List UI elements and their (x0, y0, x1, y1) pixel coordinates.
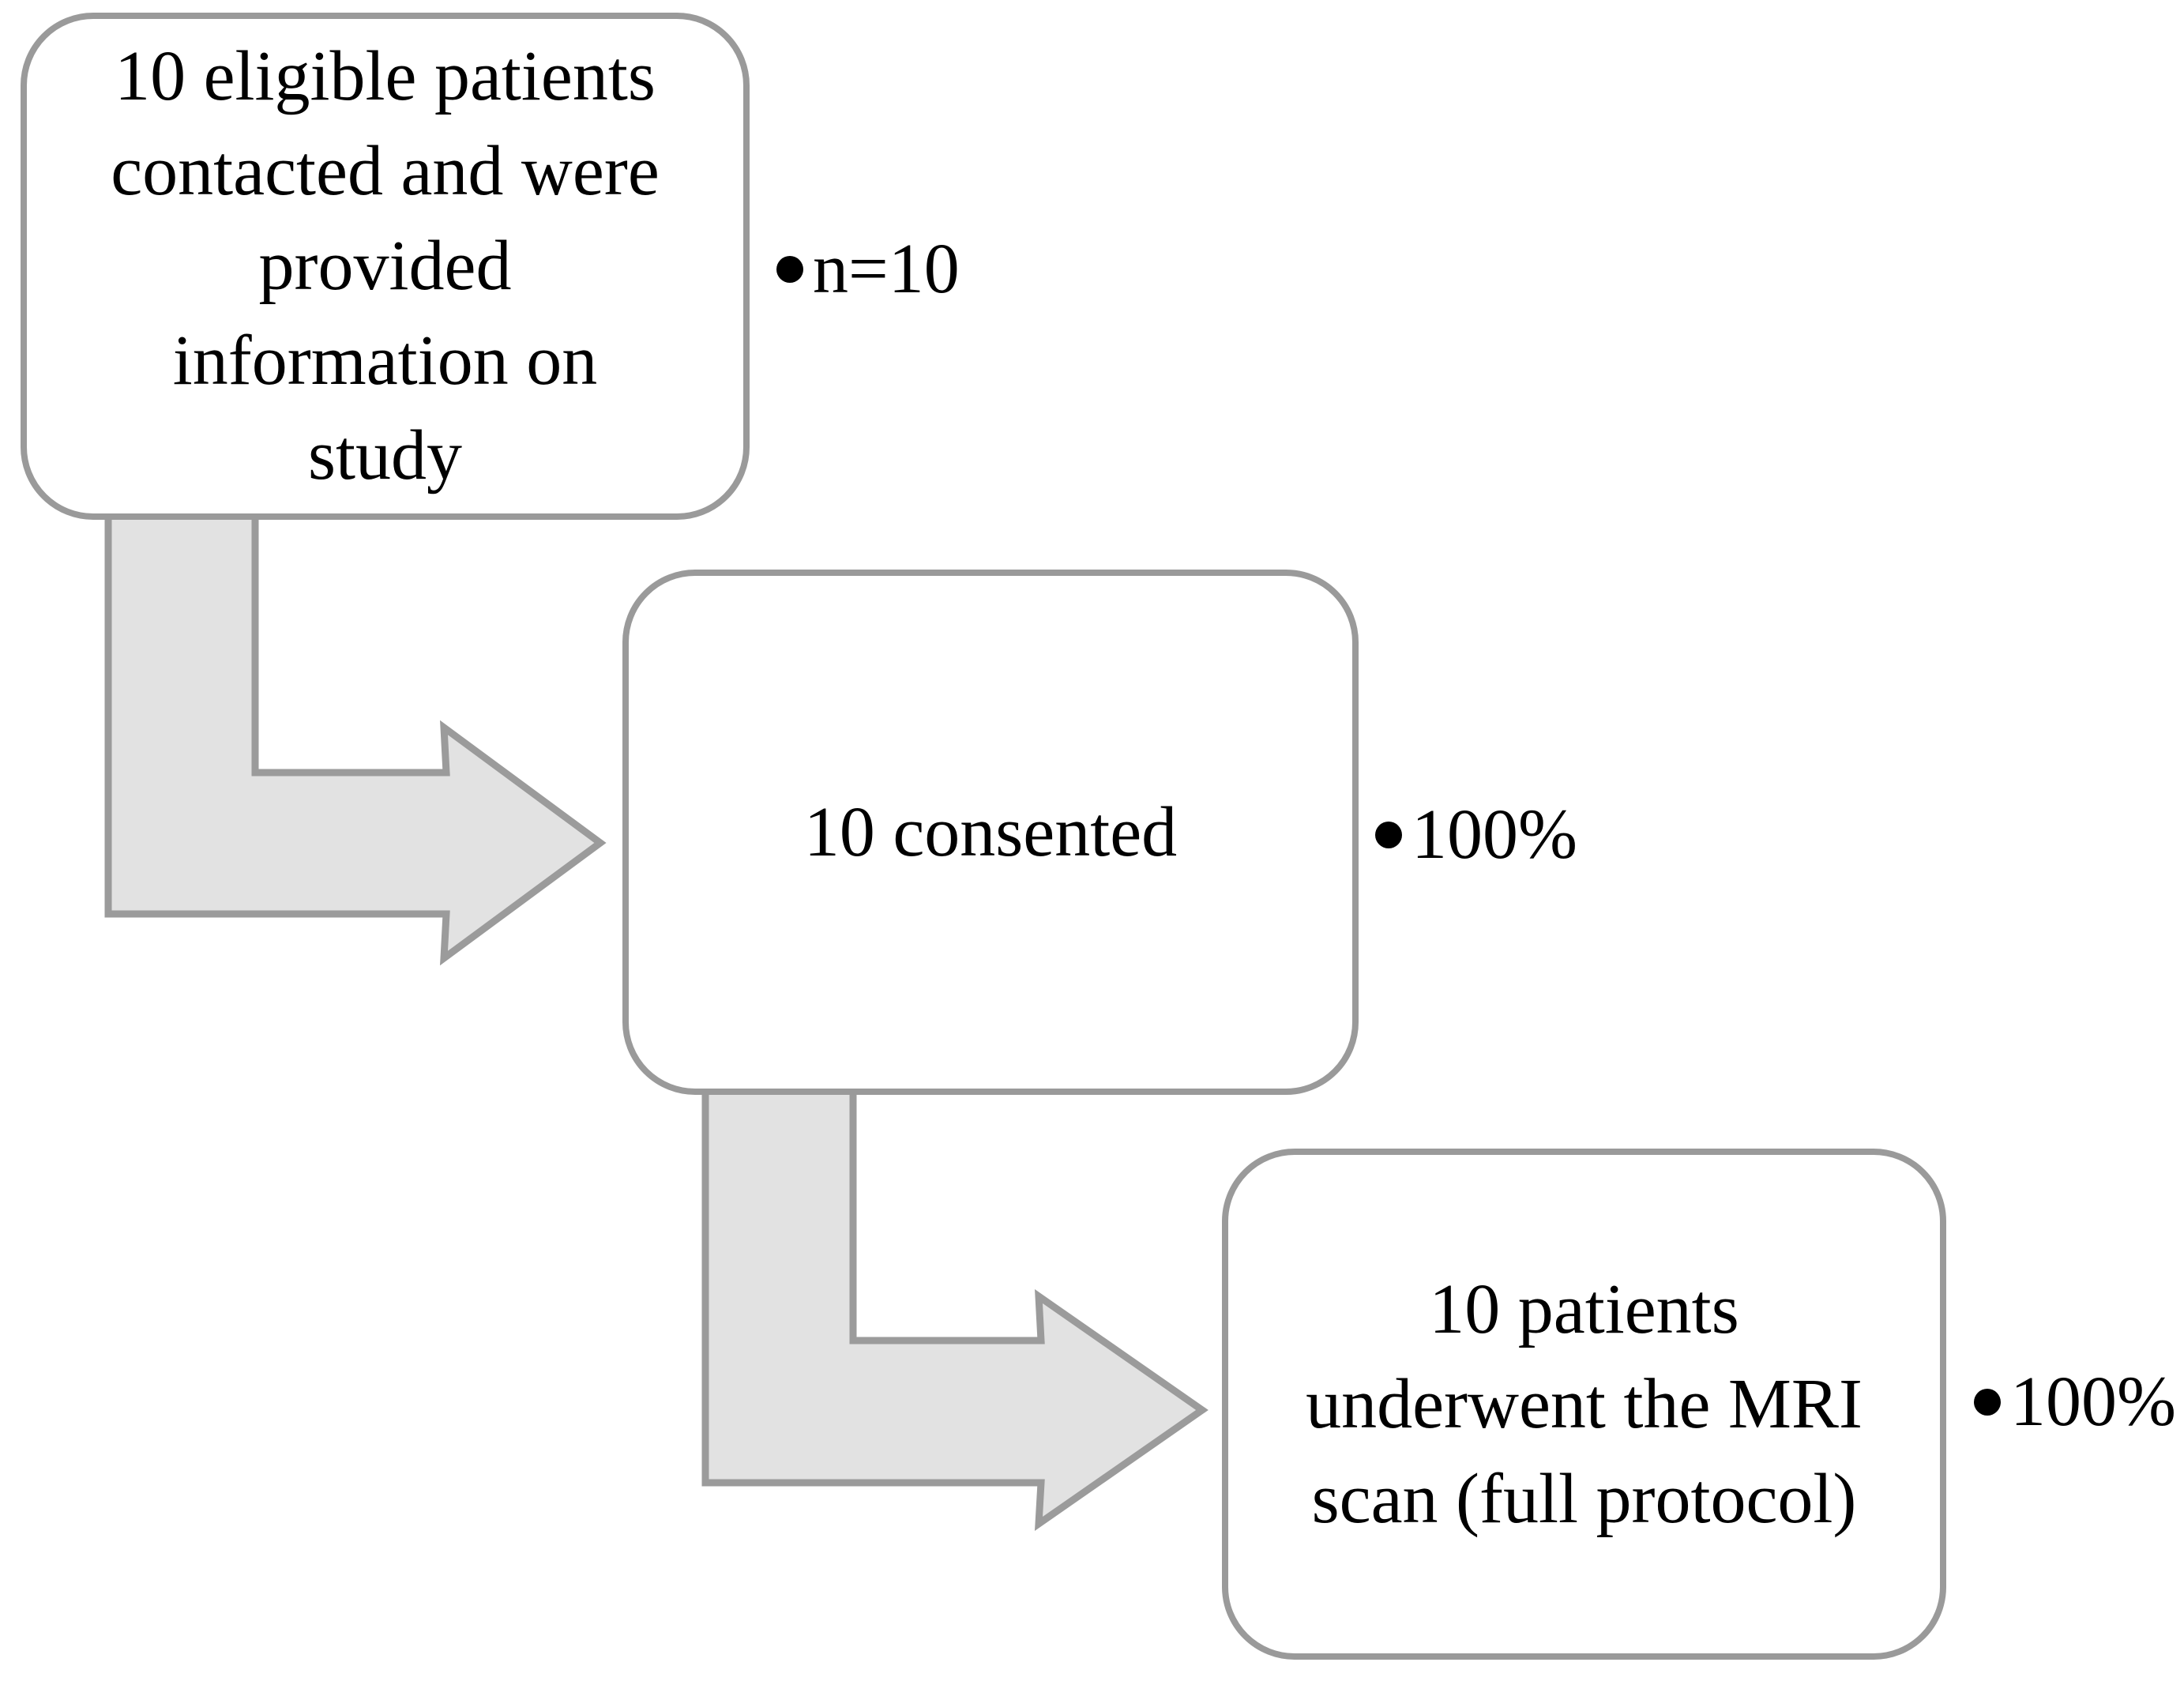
annotation-mri-pct-label: 100% (2010, 1363, 2176, 1441)
step-1-line-4: information on (172, 322, 598, 400)
bullet-icon (1974, 1389, 2001, 1416)
step-1-line-2: contacted and were (111, 132, 660, 210)
elbow-arrow-step1-to-step2 (104, 510, 607, 966)
step-3-line-3: scan (full protocol) (1311, 1459, 1857, 1538)
step-3-line-1: 10 patients (1429, 1269, 1739, 1348)
elbow-arrow-step2-to-step3 (701, 1085, 1209, 1531)
step-box-eligible-patients: 10 eligible patients contacted and were … (21, 13, 750, 520)
annotation-n10: n=10 (776, 222, 960, 317)
step-box-consented: 10 consented (622, 570, 1359, 1095)
step-2-text: 10 consented (804, 785, 1177, 880)
step-2-line-1: 10 consented (803, 792, 1178, 871)
step-1-text: 10 eligible patients contacted and were … (111, 29, 660, 503)
annotation-n10-label: n=10 (813, 230, 960, 308)
step-box-mri-scan: 10 patients underwent the MRI scan (full… (1222, 1149, 1946, 1660)
step-1-line-3: provided (258, 227, 512, 305)
step-3-line-2: underwent the MRI (1306, 1364, 1863, 1443)
annotation-mri-pct: 100% (1974, 1355, 2176, 1450)
step-3-text: 10 patients underwent the MRI scan (full… (1306, 1262, 1863, 1547)
step-1-line-5: study (307, 416, 462, 495)
bullet-icon (776, 256, 803, 283)
bullet-icon (1375, 822, 1402, 848)
annotation-consented-pct: 100% (1375, 788, 1577, 882)
annotation-consented-pct-label: 100% (1412, 795, 1577, 874)
step-1-line-1: 10 eligible patients (115, 37, 656, 115)
